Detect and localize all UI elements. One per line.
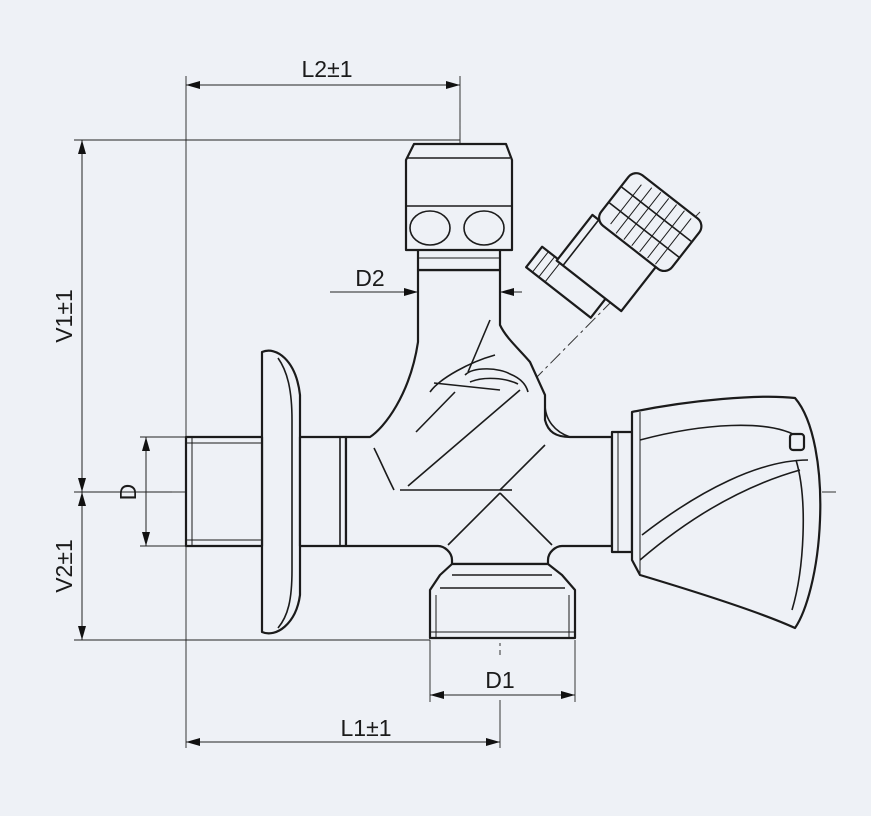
label-d1: D1 xyxy=(485,667,514,693)
valve-body xyxy=(344,268,614,566)
label-d2: D2 xyxy=(355,265,384,291)
handle-stem xyxy=(610,430,634,554)
label-d: D xyxy=(115,484,141,501)
dimension-l1 xyxy=(186,738,500,746)
top-nut xyxy=(404,142,514,252)
dimension-d xyxy=(142,437,150,546)
label-l2: L2±1 xyxy=(302,56,353,82)
outlet-bottom xyxy=(428,562,577,640)
label-l1: L1±1 xyxy=(341,715,392,741)
inlet-neck xyxy=(298,435,348,548)
label-v1: V1±1 xyxy=(51,289,77,343)
dimension-l2 xyxy=(186,81,460,89)
angled-filter-cap xyxy=(525,172,703,319)
body-cross-lines xyxy=(400,389,553,546)
wall-flange xyxy=(260,349,302,635)
dimension-d2 xyxy=(404,288,514,296)
valve-handle xyxy=(630,395,822,630)
inlet-thread xyxy=(184,435,264,548)
dimension-v2 xyxy=(78,492,86,640)
dimension-v1 xyxy=(78,140,86,492)
top-nut-neck xyxy=(416,246,502,272)
dimension-d1 xyxy=(430,691,575,699)
label-v2: V2±1 xyxy=(51,539,77,593)
